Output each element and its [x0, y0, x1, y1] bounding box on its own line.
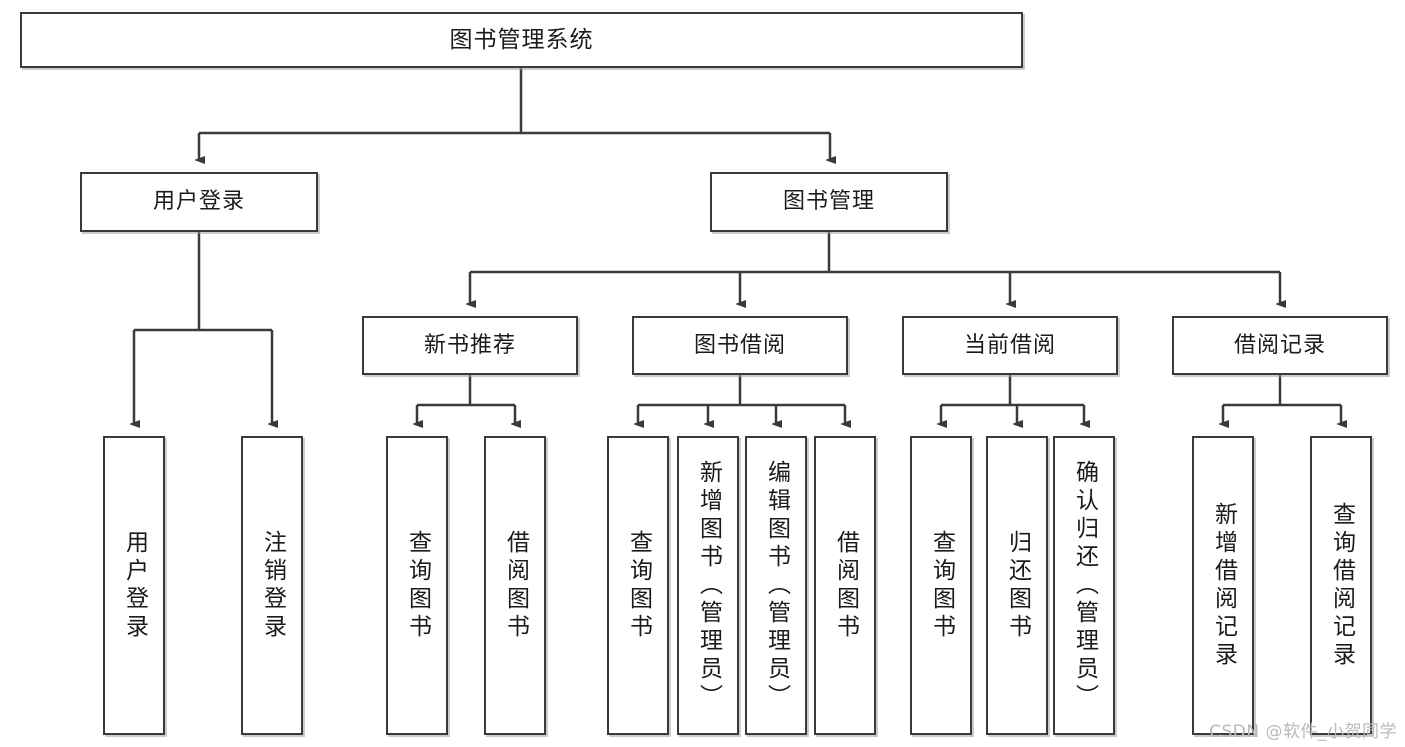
leaf-inner: 查询借阅记录: [1312, 438, 1370, 733]
node-label: 用户登录: [121, 529, 148, 642]
node-leaf-user-login[interactable]: 用户登录: [103, 436, 165, 735]
node-current-borrow[interactable]: 当前借阅: [902, 316, 1118, 375]
node-label: 查询图书: [404, 529, 431, 642]
node-leaf-query-book-2[interactable]: 查询图书: [607, 436, 669, 735]
node-label: 图书管理: [782, 189, 875, 215]
node-book-borrow[interactable]: 图书借阅: [632, 316, 848, 375]
node-label: 新增图书（管理员）: [695, 459, 722, 712]
node-leaf-borrow-book-1[interactable]: 借阅图书: [484, 436, 546, 735]
leaf-inner: 借阅图书: [816, 438, 874, 733]
node-leaf-confirm-return-admin[interactable]: 确认归还（管理员）: [1053, 436, 1115, 735]
node-label: 图书管理系统: [449, 26, 594, 53]
node-leaf-user-logout[interactable]: 注销登录: [241, 436, 303, 735]
leaf-inner: 借阅图书: [486, 438, 544, 733]
node-leaf-add-borrow-record[interactable]: 新增借阅记录: [1192, 436, 1254, 735]
csdn-watermark: CSDN @软件_小贺同学: [1209, 722, 1397, 742]
leaf-inner: 归还图书: [988, 438, 1046, 733]
node-label: 新书推荐: [423, 332, 516, 358]
leaf-inner: 查询图书: [609, 438, 667, 733]
node-leaf-return-book[interactable]: 归还图书: [986, 436, 1048, 735]
node-leaf-add-book-admin[interactable]: 新增图书（管理员）: [677, 436, 739, 735]
node-new-book-recommend[interactable]: 新书推荐: [362, 316, 578, 375]
node-label: 借阅记录: [1233, 332, 1326, 358]
node-leaf-query-book-1[interactable]: 查询图书: [386, 436, 448, 735]
leaf-inner: 编辑图书（管理员）: [747, 438, 805, 733]
leaf-inner: 注销登录: [243, 438, 301, 733]
leaf-inner: 新增借阅记录: [1194, 438, 1252, 733]
node-label: 查询图书: [928, 529, 955, 642]
node-root-system[interactable]: 图书管理系统: [20, 12, 1023, 68]
node-label: 编辑图书（管理员）: [763, 459, 790, 712]
node-label: 确认归还（管理员）: [1071, 459, 1098, 712]
leaf-inner: 确认归还（管理员）: [1055, 438, 1113, 733]
node-leaf-edit-book-admin[interactable]: 编辑图书（管理员）: [745, 436, 807, 735]
node-user-login[interactable]: 用户登录: [80, 172, 318, 232]
node-label: 归还图书: [1004, 529, 1031, 642]
node-label: 查询图书: [625, 529, 652, 642]
node-label: 查询借阅记录: [1328, 501, 1355, 670]
leaf-inner: 用户登录: [105, 438, 163, 733]
node-label: 注销登录: [259, 529, 286, 642]
node-label: 当前借阅: [963, 332, 1056, 358]
node-leaf-query-book-3[interactable]: 查询图书: [910, 436, 972, 735]
node-label: 新增借阅记录: [1210, 501, 1237, 670]
leaf-inner: 查询图书: [388, 438, 446, 733]
node-label: 借阅图书: [502, 529, 529, 642]
leaf-inner: 查询图书: [912, 438, 970, 733]
node-label: 借阅图书: [832, 529, 859, 642]
node-borrow-record[interactable]: 借阅记录: [1172, 316, 1388, 375]
node-label: 用户登录: [152, 189, 245, 215]
node-book-manage[interactable]: 图书管理: [710, 172, 948, 232]
leaf-inner: 新增图书（管理员）: [679, 438, 737, 733]
node-label: 图书借阅: [693, 332, 786, 358]
node-leaf-borrow-book-2[interactable]: 借阅图书: [814, 436, 876, 735]
node-leaf-query-borrow-record[interactable]: 查询借阅记录: [1310, 436, 1372, 735]
